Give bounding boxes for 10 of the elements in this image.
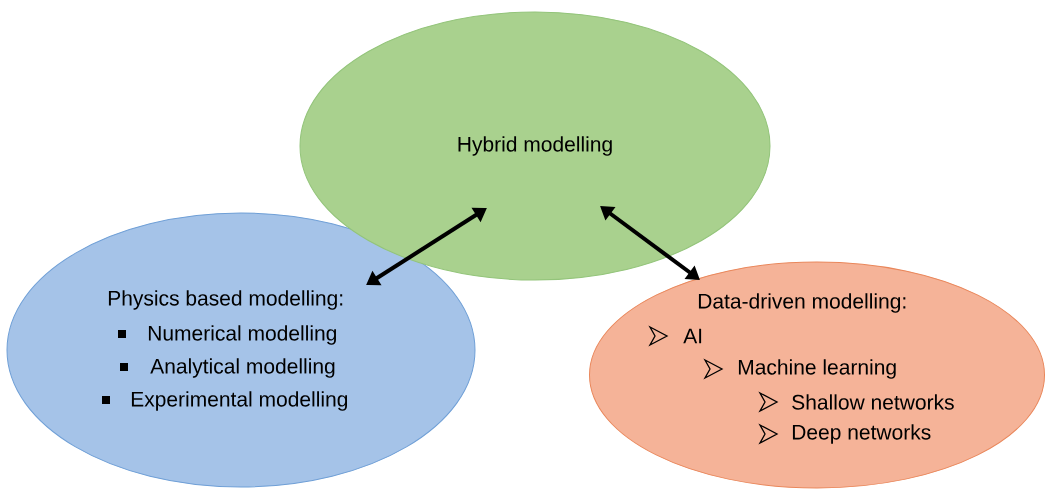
list-item: Deep networks [792,424,931,444]
list-item: Experimental modelling [131,391,348,411]
list-item: Numerical modelling [148,325,336,345]
heading: Physics based modelling: [108,290,343,310]
list-item: Machine learning [738,359,896,379]
list-item: AI [683,328,702,344]
double-arrow [600,206,700,280]
list-item: Shallow networks [792,394,954,410]
list-item: Analytical modelling [150,358,335,378]
heading: Data-driven modelling: [698,293,906,313]
